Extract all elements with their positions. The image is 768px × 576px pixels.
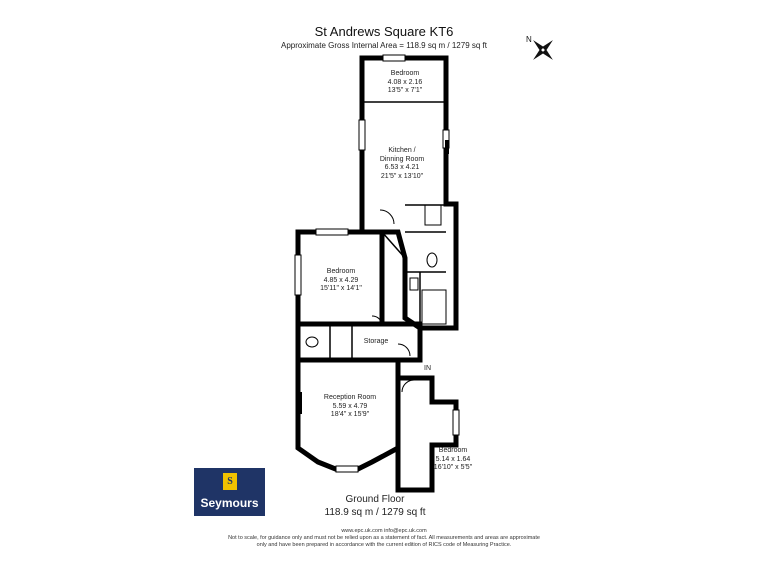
room-name: Bedroom	[438, 447, 468, 454]
room-name: Bedroom	[390, 70, 420, 77]
footer-disclaimer-1: Not to scale, for guidance only and must…	[228, 535, 540, 541]
seymours-logo: S Seymours	[194, 468, 265, 516]
room-storage: Storage	[356, 338, 396, 347]
logo-badge-icon: S	[223, 473, 237, 490]
footer-contact: www.epc.uk.com info@epc.uk.com	[341, 528, 427, 534]
room-imperial: 15'11" x 14'1"	[320, 285, 362, 292]
room-metric: 5.14 x 1.64	[435, 455, 471, 463]
room-name-2: Dinning Room	[379, 155, 425, 163]
room-imperial: 21'5" x 13'10"	[380, 172, 424, 180]
room-kitchen: Kitchen / Dinning Room 6.53 x 4.21 21'5"…	[362, 147, 442, 181]
plan-subtitle: Approximate Gross Internal Area = 118.9 …	[281, 41, 487, 50]
room-bedroom-mid: Bedroom 4.85 x 4.29 15'11" x 14'1"	[306, 268, 376, 294]
wall-small-bedroom-block	[395, 375, 459, 493]
logo-name: Seymours	[200, 496, 259, 510]
room-imperial: 18'4" x 15'9"	[330, 411, 370, 418]
compass-label: N	[526, 35, 532, 44]
room-metric: 4.85 x 4.29	[323, 276, 359, 284]
room-bedroom-top: Bedroom 4.08 x 2.16 13'5" x 7'1"	[370, 70, 440, 96]
room-bedroom-small: Bedroom 5.14 x 1.64 16'10" x 5'5"	[430, 447, 476, 473]
room-name-1: Kitchen /	[388, 147, 416, 154]
room-name: Reception Room	[323, 394, 377, 401]
plan-title: St Andrews Square KT6	[314, 24, 454, 39]
wall-storage-block	[295, 321, 423, 363]
room-reception: Reception Room 5.59 x 4.79 18'4" x 15'9"	[310, 394, 390, 420]
room-name: Storage	[363, 338, 389, 345]
floor-name: Ground Floor	[345, 494, 405, 505]
floor-area: 118.9 sq m / 1279 sq ft	[324, 507, 426, 518]
room-imperial: 13'5" x 7'1"	[387, 87, 423, 94]
entrance-label: IN	[424, 365, 431, 372]
room-imperial: 16'10" x 5'5"	[433, 464, 473, 471]
room-metric: 6.53 x 4.21	[384, 164, 420, 171]
room-name: Bedroom	[326, 268, 356, 275]
compass-icon: N	[526, 35, 553, 60]
wall-kitchen-block	[359, 55, 459, 331]
room-metric: 5.59 x 4.79	[332, 402, 368, 410]
footer-disclaimer-2: only and have been prepared in accordanc…	[256, 542, 512, 548]
room-metric: 4.08 x 2.16	[387, 78, 423, 86]
